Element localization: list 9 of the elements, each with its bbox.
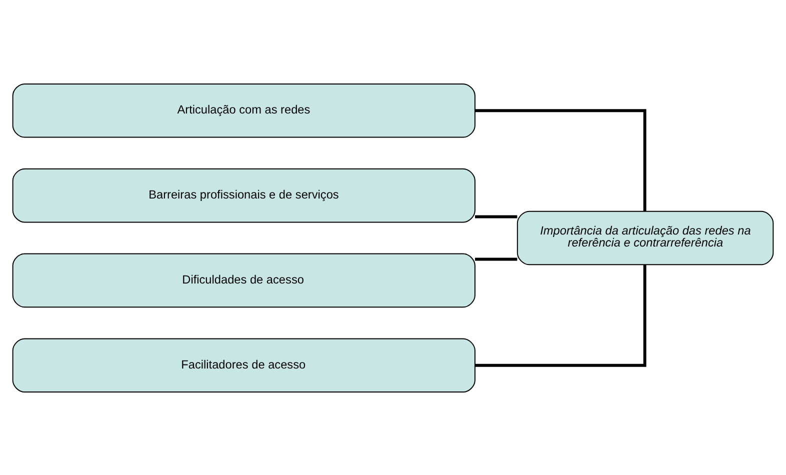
node-box: Facilitadores de acesso — [12, 338, 476, 392]
node-box: Barreiras profissionais e de serviços — [12, 168, 476, 222]
connector — [474, 214, 518, 218]
connector — [475, 108, 646, 211]
connector — [474, 257, 518, 260]
node-box: Articulação com as redes — [12, 82, 476, 138]
node-box: Dificuldades de acesso — [12, 252, 476, 308]
node-box: Importância da articulação das redes na referência e contrarreferência — [516, 210, 774, 265]
connector — [475, 264, 646, 366]
